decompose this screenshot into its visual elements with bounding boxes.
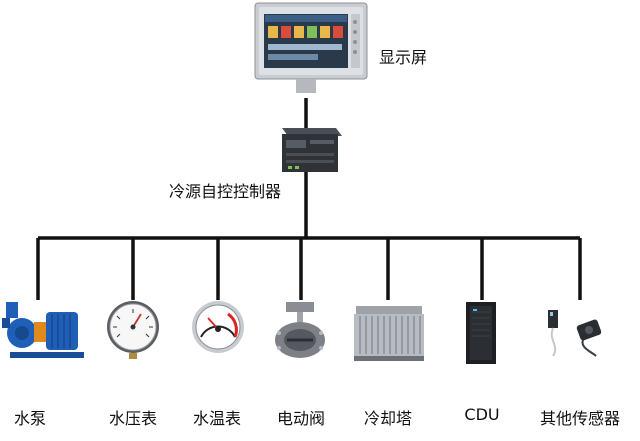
temperature-gauge-icon xyxy=(192,301,244,353)
cooling-tower-icon xyxy=(354,306,424,361)
hmi-label: 显示屏 xyxy=(379,48,428,67)
device-label-temperature: 水温表 xyxy=(192,409,242,428)
sensors-icon xyxy=(548,310,602,357)
controller-label: 冷源自控控制器 xyxy=(169,182,282,201)
plc-controller-icon xyxy=(282,128,342,172)
device-label-pressure: 水压表 xyxy=(108,409,158,428)
hmi-screen-content xyxy=(268,26,343,60)
device-label-sensors: 其他传感器 xyxy=(539,409,621,428)
pressure-gauge-icon xyxy=(107,301,159,359)
hmi-panel-icon xyxy=(254,2,368,93)
water-pump-icon xyxy=(2,302,84,358)
device-label-tower: 冷却塔 xyxy=(363,409,413,428)
cdu-icon xyxy=(466,302,496,364)
connection-lines xyxy=(36,98,582,300)
motorized-valve-icon xyxy=(275,302,325,358)
device-label-pump: 水泵 xyxy=(13,409,47,428)
device-label-valve: 电动阀 xyxy=(276,409,326,428)
device-label-cdu: CDU xyxy=(464,405,500,424)
